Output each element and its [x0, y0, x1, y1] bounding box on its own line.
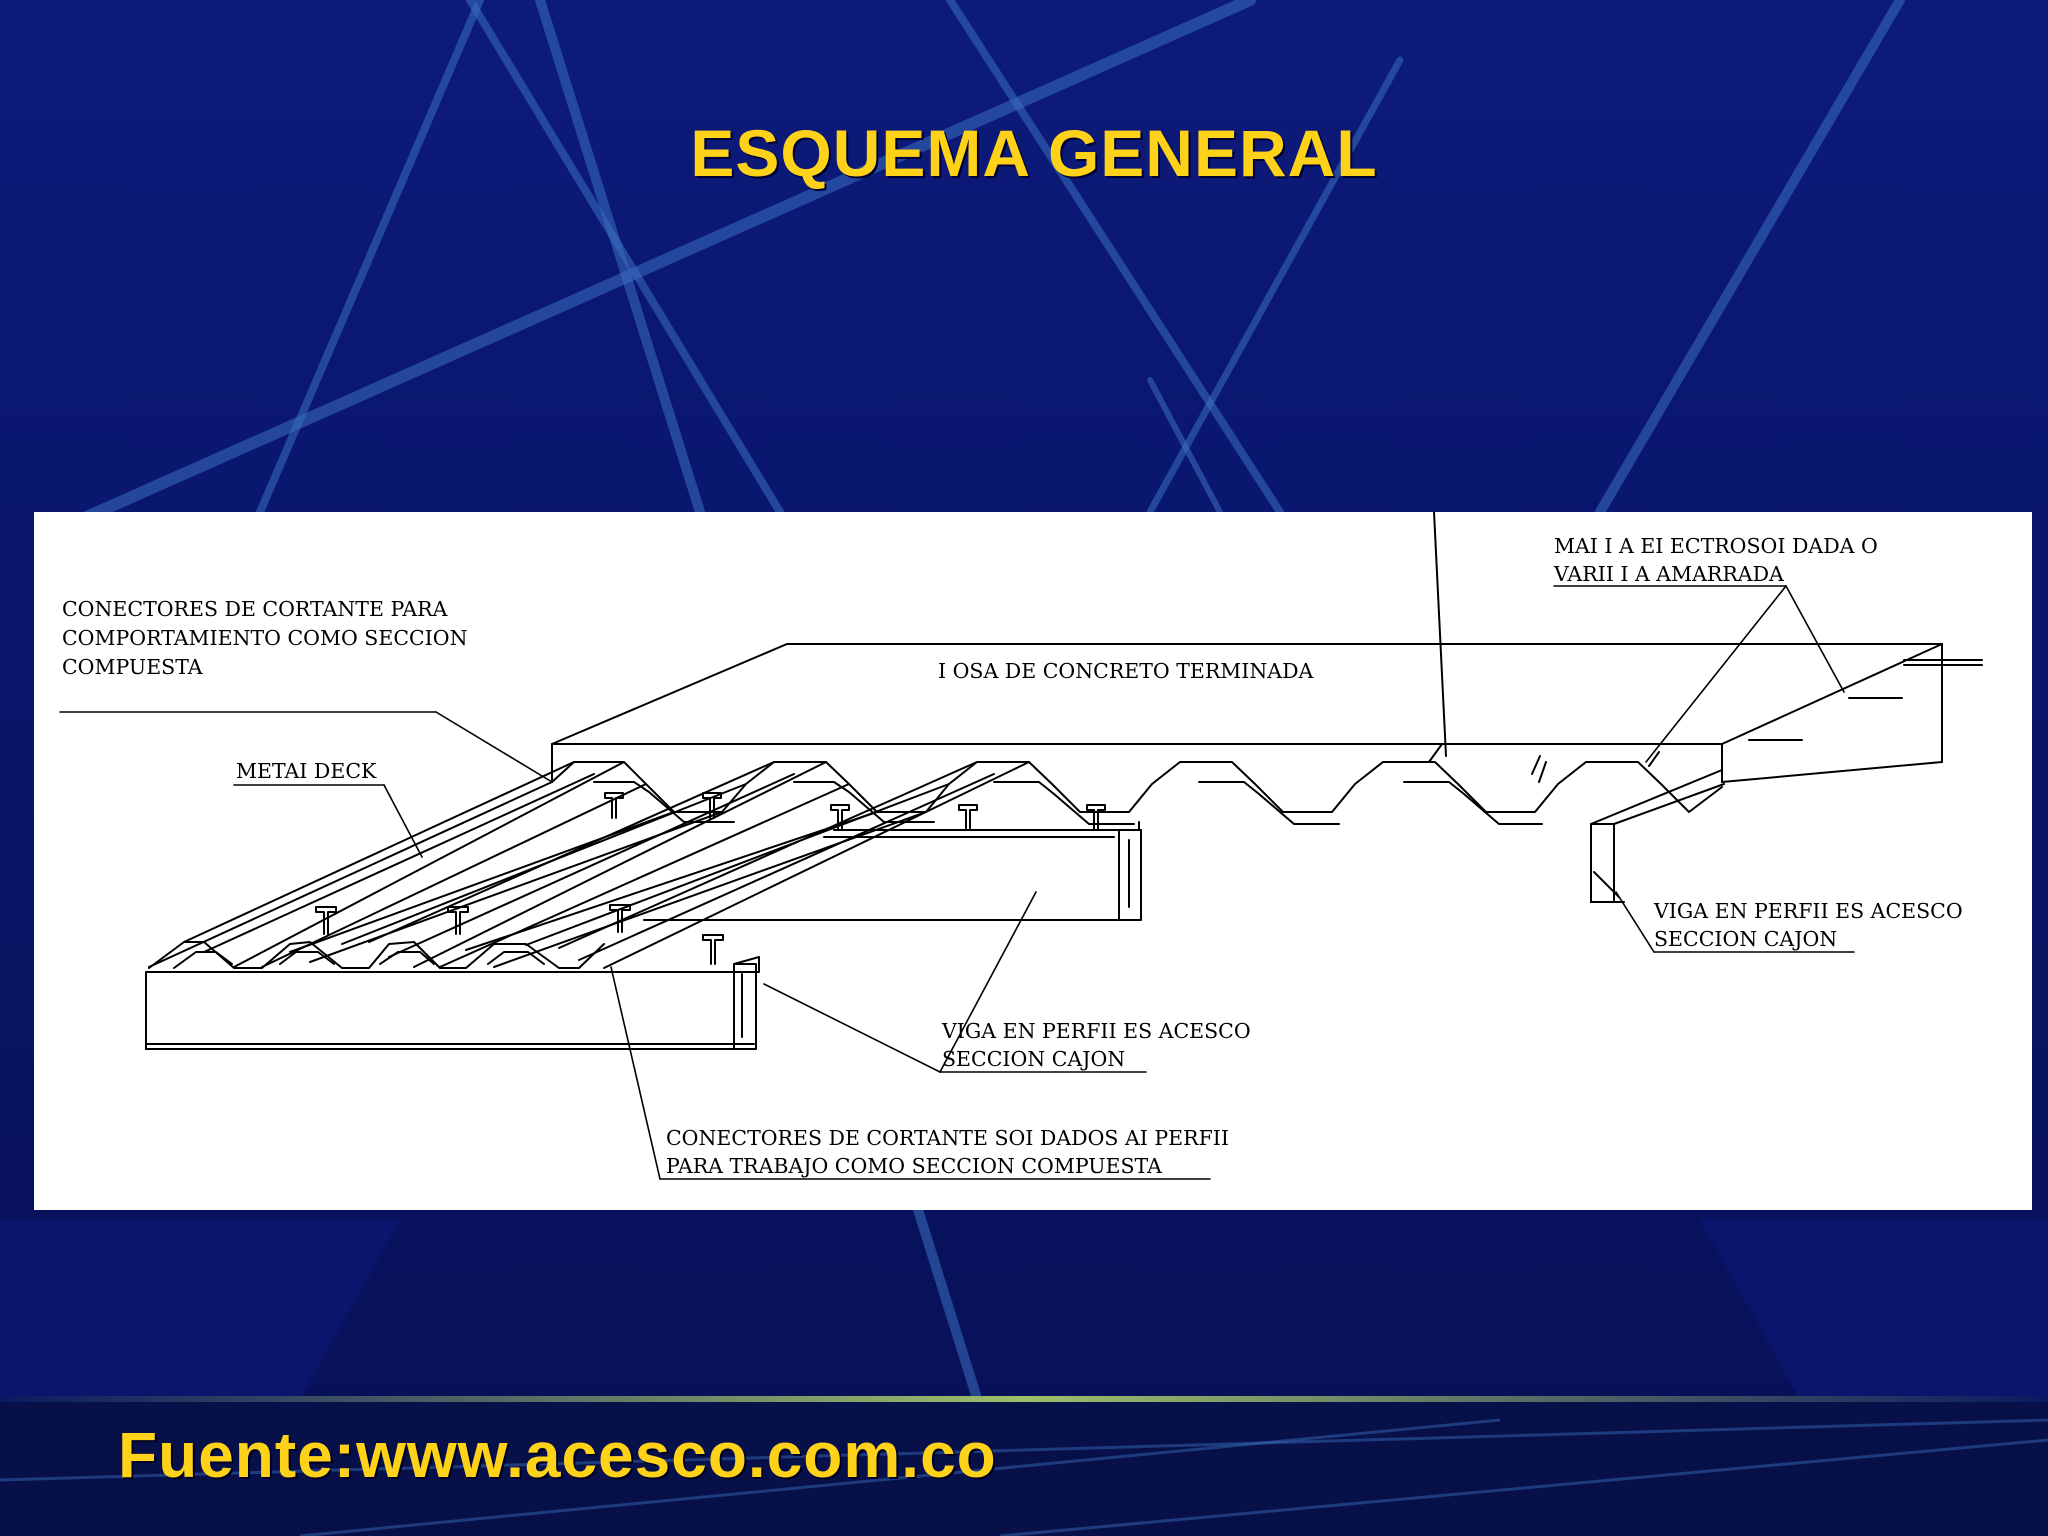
- beam-front: [145, 956, 760, 1050]
- label-metal-deck: METAI DECK: [236, 759, 377, 783]
- deck-profile-front: [148, 941, 605, 969]
- label-beam-right-1: VIGA EN PERFII ES ACESCO: [1653, 899, 1963, 923]
- label-mesh-1: MAI I A EI ECTROSOI DADA O: [1554, 534, 1878, 558]
- label-mesh-2: VARII I A AMARRADA: [1553, 562, 1784, 586]
- slide-title: ESQUEMA GENERAL: [690, 116, 1378, 190]
- metal-deck-diagram: CONECTORES DE CORTANTE PARA COMPORTAMIEN…: [59, 512, 1983, 1180]
- label-connectors-welded-2: PARA TRABAJO COMO SECCION COMPUESTA: [666, 1154, 1162, 1178]
- diagram-panel: CONECTORES DE CORTANTE PARA COMPORTAMIEN…: [34, 512, 2032, 1210]
- deck-profile-exposed: [551, 743, 1723, 825]
- shear-connectors: [315, 512, 1660, 965]
- label-connectors-composite-3: COMPUESTA: [62, 655, 203, 679]
- label-beam-right-2: SECCION CAJON: [1654, 927, 1837, 951]
- label-concrete-slab: I OSA DE CONCRETO TERMINADA: [938, 659, 1314, 683]
- label-connectors-composite-2: COMPORTAMIENTO COMO SECCION: [62, 626, 468, 650]
- label-connectors-composite-1: CONECTORES DE CORTANTE PARA: [62, 597, 448, 621]
- label-beam-center-1: VIGA EN PERFII ES ACESCO: [941, 1019, 1251, 1043]
- deck-ribs: [148, 761, 1030, 969]
- source-credit: Fuente:www.acesco.com.co: [118, 1419, 997, 1491]
- beam-right: [1590, 769, 1725, 903]
- leader-lines: [59, 585, 1855, 1180]
- concrete-slab: [551, 643, 1983, 783]
- label-beam-center-2: SECCION CAJON: [942, 1047, 1125, 1071]
- beam-center: [643, 821, 1142, 921]
- label-connectors-welded-1: CONECTORES DE CORTANTE SOI DADOS AI PERF…: [666, 1126, 1229, 1150]
